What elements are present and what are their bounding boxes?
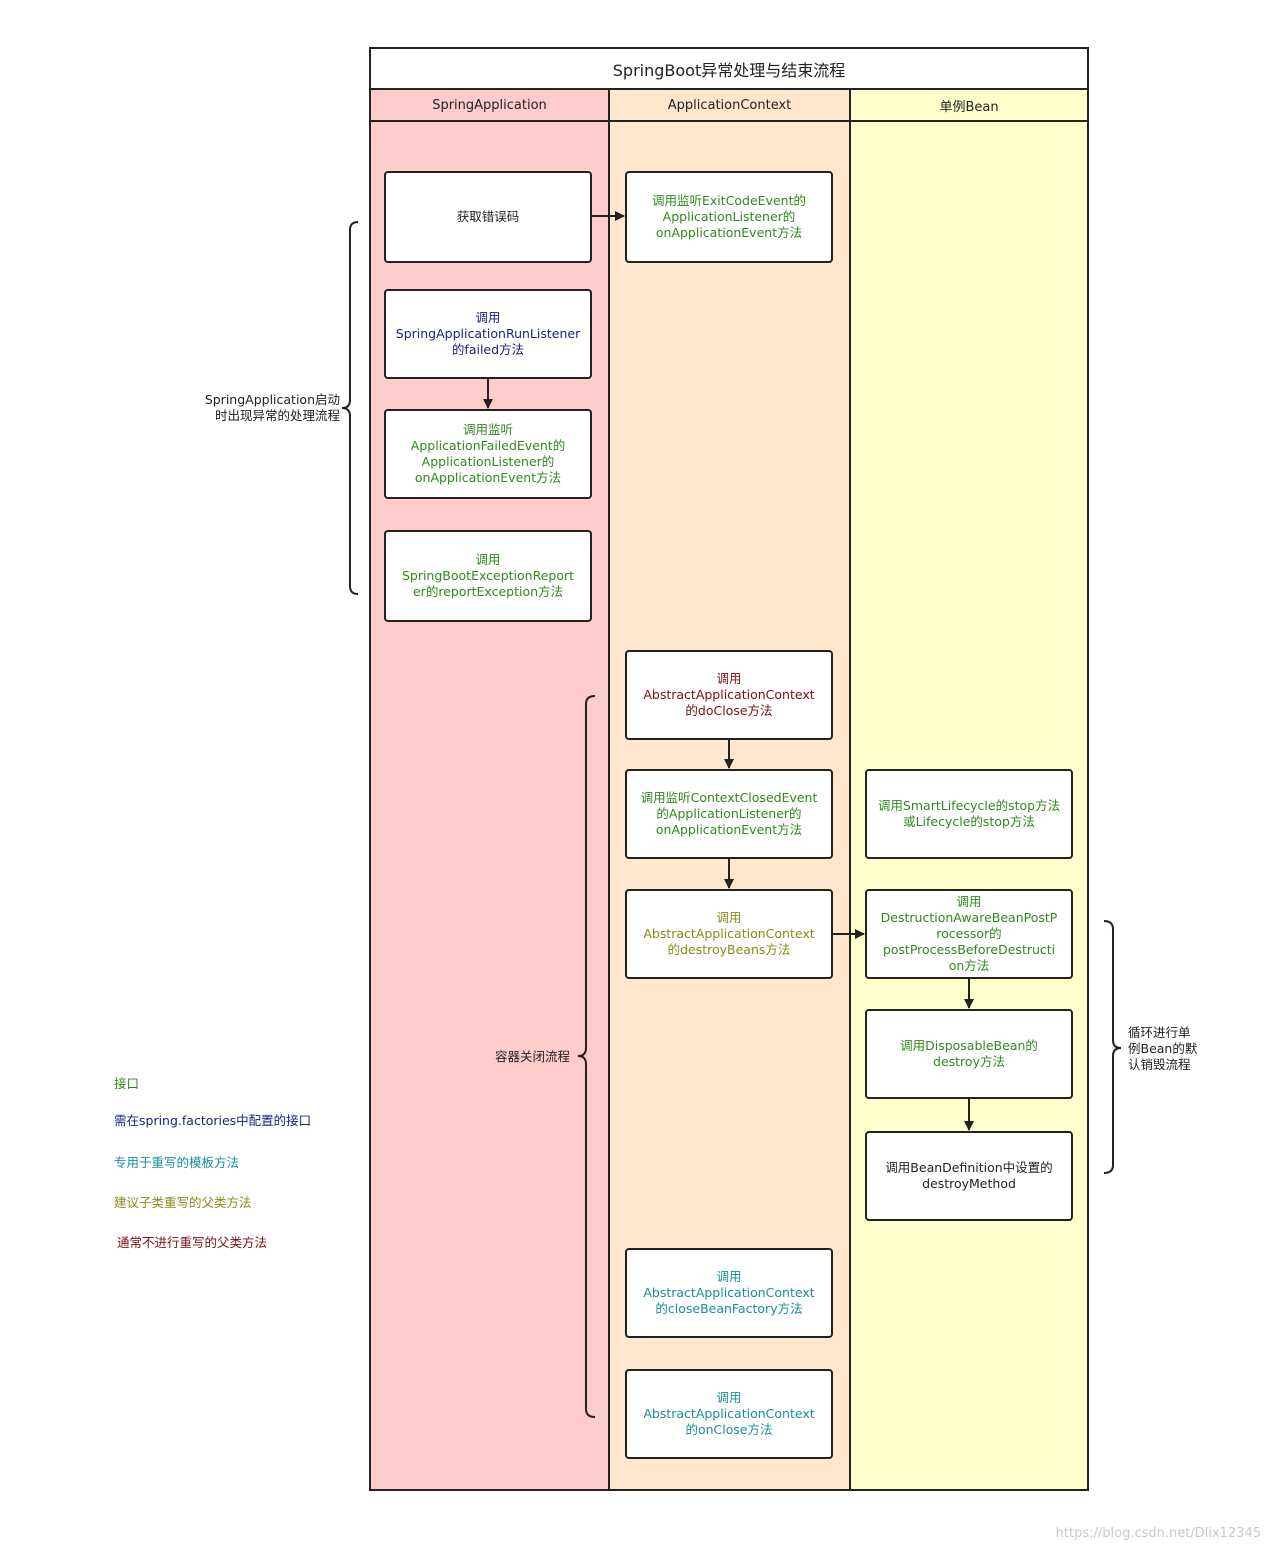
node-text-line: 调用 [475, 310, 501, 325]
node-text-line: 调用 [716, 910, 742, 925]
node-text-line: 获取错误码 [456, 209, 520, 224]
node-text-line: onApplicationEvent方法 [655, 822, 803, 837]
annotation-line: 容器关闭流程 [494, 1049, 570, 1064]
lane-header-spring-application: SpringApplication [371, 90, 608, 122]
annotation-line: SpringApplication启动 [204, 392, 340, 407]
node-text-line: er的reportException方法 [412, 584, 564, 599]
node-text-line: 调用SmartLifecycle的stop方法 [877, 798, 1061, 813]
brace-startup-failure [341, 221, 359, 595]
node-text-line: ApplicationFailedEvent的 [410, 438, 566, 453]
annotation-line: 循环进行单 [1128, 1025, 1191, 1040]
node-text-line: 调用 [716, 671, 742, 686]
legend-spring-factories: 需在spring.factories中配置的接口 [114, 1113, 312, 1128]
node-text-line: AbstractApplicationContext [643, 1406, 815, 1421]
watermark: https://blog.csdn.net/Dlix12345 [1055, 1526, 1261, 1541]
node-text-line: 的onClose方法 [685, 1422, 773, 1437]
node-text-line: SpringApplicationRunListener [395, 326, 581, 341]
node-text-line: SpringBootExceptionReport [401, 568, 575, 583]
node-text-line: on方法 [948, 958, 990, 973]
annotation-line: 认销毁流程 [1128, 1057, 1191, 1072]
annotation-context-close: 容器关闭流程 [470, 1049, 570, 1065]
lane-header-singleton-bean: 单例Bean [851, 90, 1087, 122]
node-text-line: 调用监听 [462, 422, 513, 437]
annotation-line: 时出现异常的处理流程 [214, 408, 340, 423]
node-text-line: 调用监听ExitCodeEvent的 [652, 193, 806, 208]
brace-bean-destroy [1103, 920, 1122, 1174]
node-text-line: ApplicationListener的 [662, 209, 796, 224]
node-text-line: AbstractApplicationContext [643, 687, 815, 702]
node-text-line: 的destroyBeans方法 [667, 942, 791, 957]
brace-context-close [577, 695, 596, 1418]
node-text-line: 的closeBeanFactory方法 [655, 1301, 803, 1316]
node-text-line: 或Lifecycle的stop方法 [903, 814, 1035, 829]
node-text-line: ApplicationListener的 [421, 454, 555, 469]
annotation-bean-destroy: 循环进行单例Bean的默认销毁流程 [1128, 1025, 1208, 1073]
legend-suggest-override: 建议子类重写的父类方法 [114, 1195, 252, 1210]
node-text-line: 的ApplicationListener的 [656, 806, 802, 821]
lane-header-application-context: ApplicationContext [610, 90, 849, 122]
node-text-line: 调用DisposableBean的 [900, 1038, 1038, 1053]
legend-template: 专用于重写的模板方法 [114, 1155, 240, 1170]
node-text-line: 调用监听ContextClosedEvent [640, 790, 818, 805]
node-text-line: DestructionAwareBeanPostP [880, 910, 1058, 925]
annotation-line: 例Bean的默 [1128, 1041, 1198, 1056]
diagram-title: SpringBoot异常处理与结束流程 [369, 47, 1089, 89]
node-text-line: AbstractApplicationContext [643, 1285, 815, 1300]
node-text-line: rocessor的 [936, 926, 1002, 941]
node-text-line: destroy方法 [933, 1054, 1005, 1069]
node-text-line: 调用 [716, 1390, 742, 1405]
node-text-line: 调用BeanDefinition中设置的 [885, 1160, 1053, 1175]
node-text-line: 调用 [956, 894, 982, 909]
node-text-line: AbstractApplicationContext [643, 926, 815, 941]
node-text-line: 调用 [475, 552, 501, 567]
node-text-line: onApplicationEvent方法 [655, 225, 803, 240]
node-lifecycle-stop: 调用SmartLifecycle的stop方法或Lifecycle的stop方法 [865, 769, 1073, 859]
legend-interface: 接口 [114, 1076, 140, 1091]
legend-no-override: 通常不进行重写的父类方法 [117, 1235, 268, 1250]
node-text-line: onApplicationEvent方法 [414, 470, 562, 485]
node-text-line: 的failed方法 [451, 342, 525, 357]
node-text-line: postProcessBeforeDestructi [882, 942, 1056, 957]
node-text-line: 的doClose方法 [685, 703, 773, 718]
annotation-startup-failure: SpringApplication启动时出现异常的处理流程 [186, 392, 340, 424]
node-text-line: destroyMethod [922, 1176, 1016, 1191]
node-text-line: 调用 [716, 1269, 742, 1284]
node-get-exit-code: 获取错误码 [384, 171, 592, 263]
